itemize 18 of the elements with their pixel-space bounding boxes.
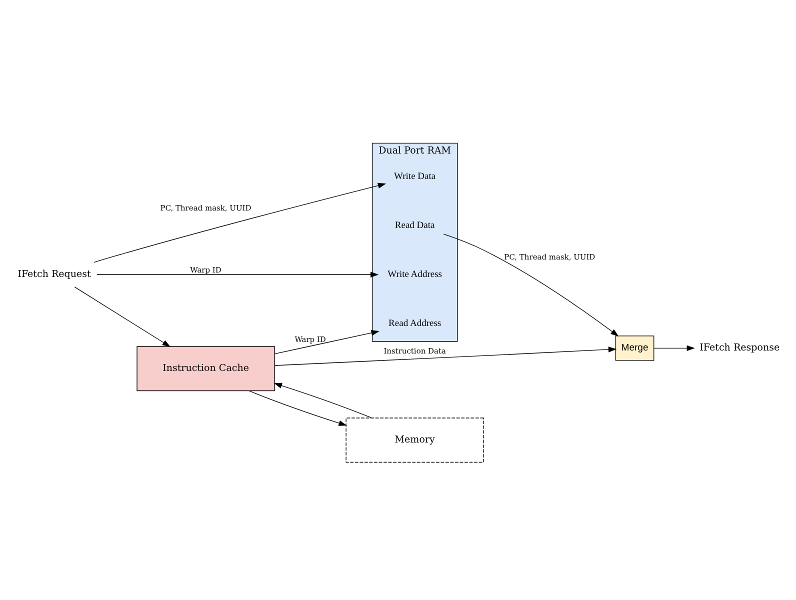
arrow xyxy=(274,346,616,366)
arrow xyxy=(74,286,170,347)
arrow xyxy=(442,234,618,336)
node-text: Write Data xyxy=(394,172,436,182)
node-text: IFetch Response xyxy=(699,342,780,354)
node-text: Write Address xyxy=(387,270,442,280)
arrow xyxy=(273,382,372,418)
node-box: Instruction Cache xyxy=(136,346,274,392)
arrow xyxy=(653,345,694,352)
arrow xyxy=(93,182,386,263)
node-text: IFetch Request xyxy=(17,269,90,280)
arrow xyxy=(248,390,346,426)
node-box: Memory xyxy=(345,418,484,463)
arrow xyxy=(274,330,379,354)
node-text: Read Data xyxy=(394,221,434,232)
node-box: Merge xyxy=(614,336,654,361)
arrow xyxy=(96,272,378,278)
node-text: Read Address xyxy=(388,319,441,330)
